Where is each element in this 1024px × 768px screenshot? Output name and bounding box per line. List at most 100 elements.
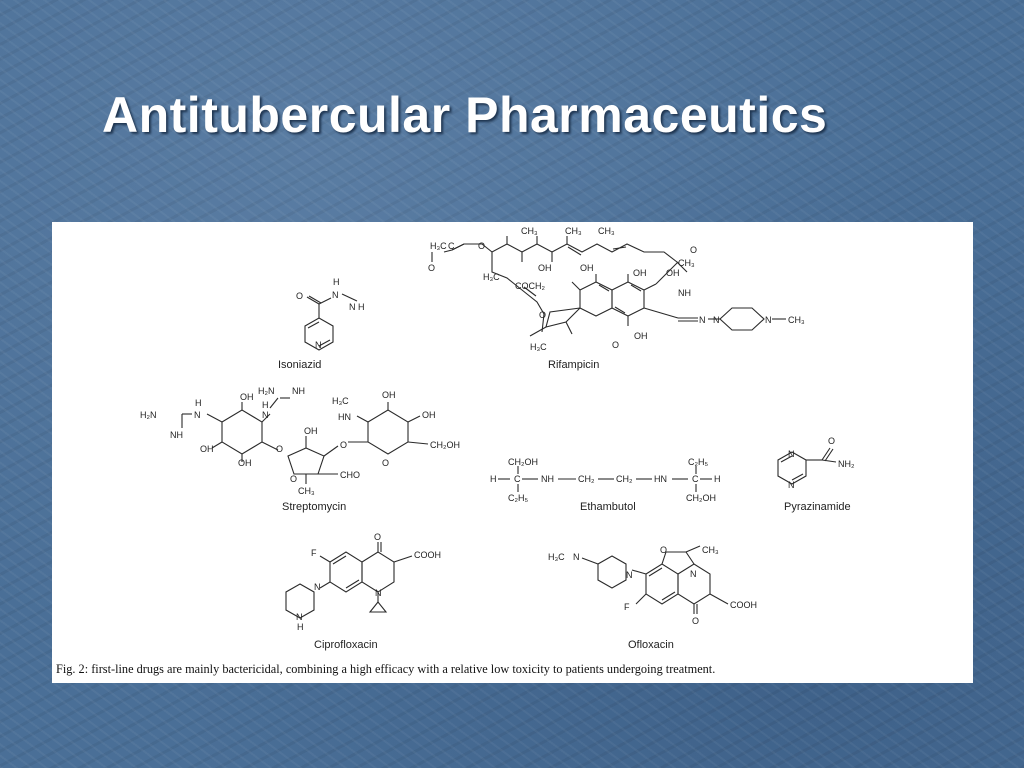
- atom-label: COCH₂: [515, 281, 545, 291]
- atom-label: C: [514, 474, 521, 484]
- pyrazinamide-structure: N N O NH₂ Pyrazinamide: [777, 436, 855, 513]
- atom-label: N: [713, 315, 720, 325]
- drug-name-rifampicin: Rifampicin: [548, 359, 599, 371]
- atom-label: CH₂OH: [686, 493, 716, 503]
- atom-label: OH: [240, 392, 254, 402]
- atom-label: N: [332, 290, 339, 300]
- atom-label: CH₂OH: [508, 457, 538, 467]
- atom-label: O: [290, 474, 297, 484]
- atom-label: O: [296, 291, 303, 301]
- ciprofloxacin-structure: O COOH F N N N H Ciprofloxacin: [285, 532, 441, 651]
- atom-label: HN: [338, 412, 351, 422]
- atom-label: H₂N: [140, 410, 157, 420]
- atom-label: NH: [292, 386, 305, 396]
- atom-label: O: [612, 340, 619, 350]
- atom-label: F: [624, 602, 630, 612]
- atom-label: O: [276, 444, 283, 454]
- atom-label: C₂H₅: [688, 457, 708, 467]
- atom-label: NH₂: [838, 459, 855, 469]
- atom-label: OH: [538, 263, 552, 273]
- atom-label: H: [195, 398, 202, 408]
- slide-title: Antitubercular Pharmaceutics: [102, 87, 828, 143]
- drug-name-ethambutol: Ethambutol: [580, 501, 636, 513]
- isoniazid-structure: O N H N H N Isoniazid: [278, 277, 365, 371]
- atom-label: O: [340, 440, 347, 450]
- atom-label: OH: [634, 331, 648, 341]
- atom-label: H₃C: [483, 272, 500, 282]
- atom-label: H: [714, 474, 721, 484]
- atom-label: CH₂: [578, 474, 595, 484]
- atom-label: N: [375, 588, 382, 598]
- atom-label: CH₃: [565, 226, 582, 236]
- atom-label: O: [828, 436, 835, 446]
- atom-label: O: [660, 545, 667, 555]
- atom-label: NH: [678, 288, 691, 298]
- atom-label: O: [692, 616, 699, 626]
- atom-label: H₃C: [530, 342, 547, 352]
- atom-label: N: [296, 612, 303, 622]
- chemical-structures-figure: O N H N H N Isoniazid: [140, 226, 855, 651]
- figure-panel: O N H N H N Isoniazid: [52, 222, 973, 683]
- atom-label: OH: [200, 444, 214, 454]
- atom-label: CH₂OH: [430, 440, 460, 450]
- atom-label: N: [349, 302, 356, 312]
- atom-label: H: [262, 400, 269, 410]
- atom-label: F: [311, 548, 317, 558]
- atom-label: O: [374, 532, 381, 542]
- drug-name-pyrazinamide: Pyrazinamide: [784, 501, 851, 513]
- atom-label: N: [788, 449, 795, 459]
- atom-label: O: [690, 245, 697, 255]
- atom-label: CH₂: [616, 474, 633, 484]
- atom-label: OH: [238, 458, 252, 468]
- atom-label: CH₃: [521, 226, 538, 236]
- atom-label: COOH: [730, 600, 757, 610]
- atom-label: COOH: [414, 550, 441, 560]
- drug-name-streptomycin: Streptomycin: [282, 501, 346, 513]
- ofloxacin-structure: H₃C N N O CH₃ N F O COOH Ofloxacin: [548, 545, 757, 651]
- drug-name-ofloxacin: Ofloxacin: [628, 639, 674, 651]
- atom-label: C: [448, 241, 455, 251]
- atom-label: N: [315, 340, 322, 350]
- rifampicin-structure: H₃C C O O CH₃ CH₃ CH₃ OH OH H₃C COCH₂ OH…: [428, 226, 805, 371]
- atom-label: H₃C: [332, 396, 349, 406]
- atom-label: OH: [633, 268, 647, 278]
- atom-label: OH: [666, 268, 680, 278]
- atom-label: CH₃: [598, 226, 615, 236]
- drug-name-isoniazid: Isoniazid: [278, 359, 321, 371]
- atom-label: N: [314, 582, 321, 592]
- atom-label: H: [358, 302, 365, 312]
- atom-label: CH₃: [788, 315, 805, 325]
- atom-label: C: [692, 474, 699, 484]
- atom-label: C₂H₅: [508, 493, 528, 503]
- streptomycin-structure: H₂N N H NH OH OH OH H₂N NH N H O O O CHO…: [140, 386, 460, 513]
- atom-label: CH₃: [702, 545, 719, 555]
- atom-label: N: [194, 410, 201, 420]
- atom-label: H₃C: [430, 241, 447, 251]
- atom-label: O: [539, 310, 546, 320]
- atom-label: N: [573, 552, 580, 562]
- atom-label: H₃C: [548, 552, 565, 562]
- atom-label: N: [690, 569, 697, 579]
- atom-label: OH: [422, 410, 436, 420]
- drug-name-ciprofloxacin: Ciprofloxacin: [314, 639, 378, 651]
- atom-label: OH: [580, 263, 594, 273]
- atom-label: O: [478, 241, 485, 251]
- atom-label: NH: [541, 474, 554, 484]
- atom-label: N: [626, 570, 633, 580]
- atom-label: H₂N: [258, 386, 275, 396]
- atom-label: NH: [170, 430, 183, 440]
- atom-label: N: [788, 480, 795, 490]
- atom-label: N: [765, 315, 772, 325]
- atom-label: CHO: [340, 470, 360, 480]
- atom-label: CH₃: [678, 258, 695, 268]
- atom-label: CH₃: [298, 486, 315, 496]
- atom-label: O: [382, 458, 389, 468]
- atom-label: OH: [304, 426, 318, 436]
- atom-label: H: [490, 474, 497, 484]
- atom-label: H: [297, 622, 304, 632]
- atom-label: OH: [382, 390, 396, 400]
- atom-label: O: [428, 263, 435, 273]
- atom-label: N: [699, 315, 706, 325]
- atom-label: N: [262, 410, 269, 420]
- figure-caption: Fig. 2: first-line drugs are mainly bact…: [56, 662, 716, 676]
